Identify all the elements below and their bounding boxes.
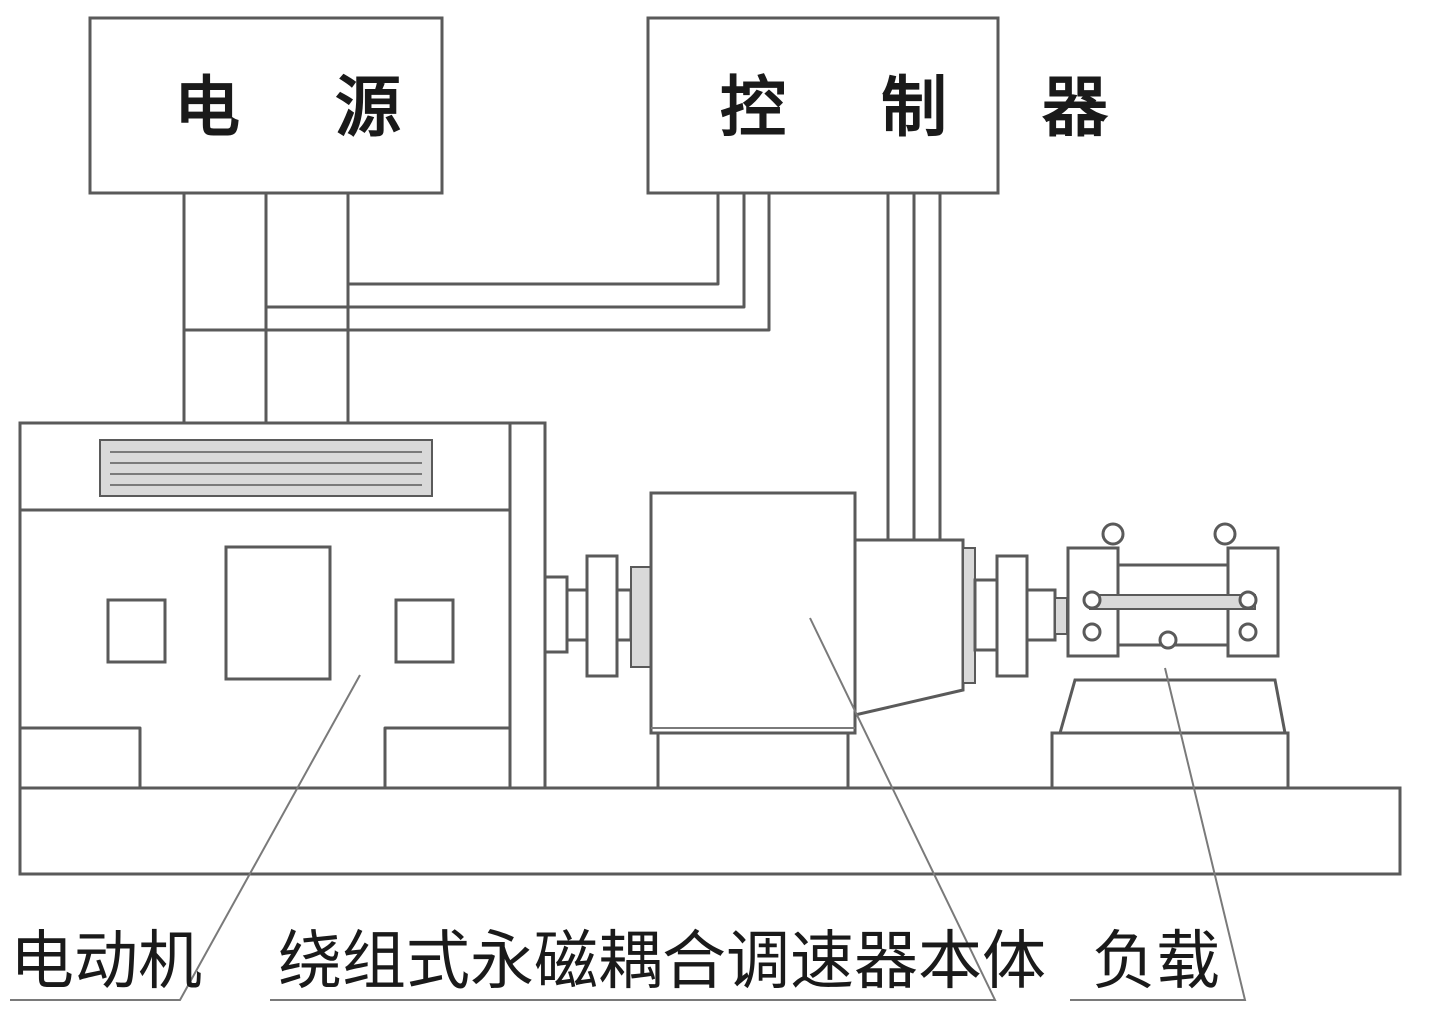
- load-side-coupling: [973, 554, 1068, 678]
- power-supply-block: 电 源: [88, 16, 444, 195]
- load-bolt: [1082, 622, 1102, 642]
- motor-panel-left: [106, 598, 167, 664]
- controller-block: 控 制 器: [646, 16, 1144, 195]
- pm-coupling-body: [649, 491, 976, 788]
- load-shaft: [1089, 594, 1256, 610]
- coupling-callout-label: 绕组式永磁耦合调速器本体: [278, 925, 1046, 999]
- motor-panel-right: [394, 598, 455, 664]
- controller-to-coupling-cables: [886, 193, 942, 540]
- controller-to-power-cables: [184, 193, 771, 332]
- load-bolt: [1238, 590, 1258, 610]
- motor-callout-label: 电动机: [10, 925, 202, 999]
- power-supply-label: 电 源: [174, 69, 437, 146]
- controller-label: 控 制 器: [720, 69, 1144, 146]
- electric-motor: [18, 421, 547, 790]
- callout-leaders: [10, 617, 1247, 1001]
- base-platform: [18, 786, 1402, 876]
- load-callout-label: 负载: [1092, 925, 1220, 999]
- motor-panel-center: [224, 545, 332, 681]
- load: [1050, 522, 1290, 790]
- motor-side-coupling: [543, 554, 652, 678]
- load-bolt: [1158, 630, 1178, 650]
- motor-vent-grille: [99, 439, 433, 497]
- load-bolt: [1213, 522, 1237, 546]
- load-bolt: [1101, 522, 1125, 546]
- load-bolt: [1238, 622, 1258, 642]
- load-bolt: [1082, 590, 1102, 610]
